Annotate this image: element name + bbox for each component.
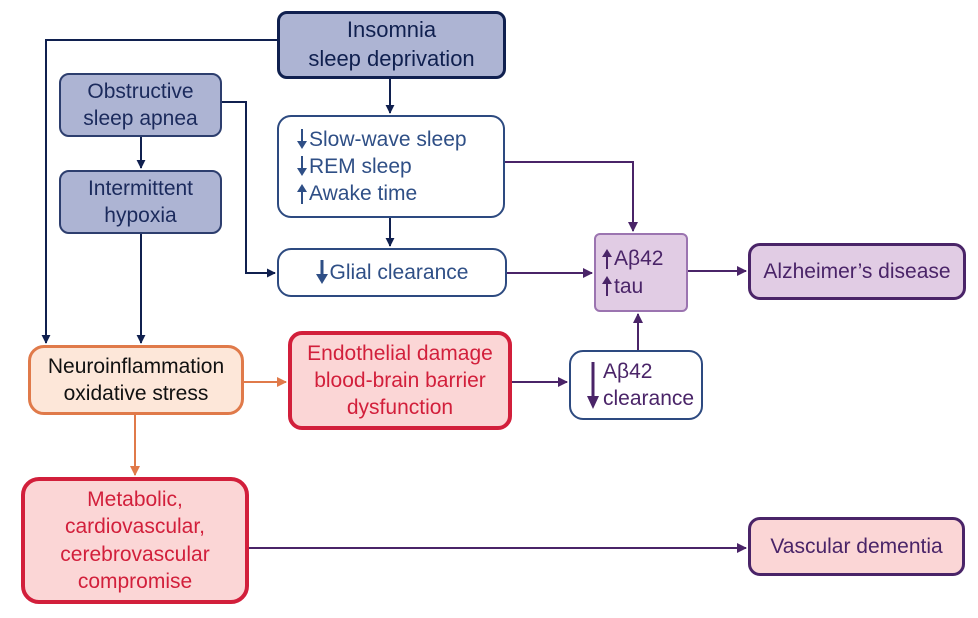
- node-endothelial-damage: Endothelial damage blood-brain barrier d…: [288, 331, 512, 430]
- node-insomnia-line: sleep deprivation: [308, 46, 475, 71]
- node-osa-line: Obstructive: [87, 79, 194, 103]
- node-metabolic-line: compromise: [77, 569, 193, 593]
- sleep-stage-label: Slow-wave sleep: [309, 127, 467, 151]
- node-vascular-dementia: Vascular dementia: [748, 517, 965, 576]
- node-endothelial-line: dysfunction: [346, 396, 454, 420]
- node-vascular-dementia-label: Vascular dementia: [770, 534, 943, 558]
- node-endothelial-line: blood-brain barrier: [314, 368, 486, 392]
- node-intermittent-hypoxia: Intermittent hypoxia: [59, 170, 222, 234]
- node-insomnia: Insomnia sleep deprivation: [277, 11, 506, 79]
- node-neuroinflammation: Neuroinflammation oxidative stress: [28, 345, 244, 415]
- node-abeta-clearance-line: clearance: [603, 387, 695, 410]
- node-metabolic-line: cerebrovascular: [60, 542, 210, 566]
- node-alzheimers-disease: Alzheimer’s disease: [748, 243, 966, 300]
- arrow-down-icon: [315, 260, 328, 285]
- arrow-down-icon: [587, 362, 599, 409]
- abeta-tau-label: Aβ42: [614, 247, 664, 271]
- node-glial-clearance: Glial clearance: [277, 248, 507, 297]
- node-abeta-tau: Aβ42 tau: [594, 233, 688, 312]
- edge-insomnia-to-neuroinflammation: [41, 39, 277, 344]
- node-hypoxia-line: Intermittent: [87, 176, 194, 200]
- edge-osa-to-glial: [222, 101, 276, 278]
- glial-clearance-label: Glial clearance: [329, 260, 469, 284]
- sleep-stage-item: Awake time: [297, 180, 467, 207]
- node-endothelial-line: Endothelial damage: [307, 341, 493, 365]
- node-metabolic-compromise: Metabolic, cardiovascular, cerebrovascul…: [21, 477, 249, 604]
- edge-sleep-stages-to-ab-tau: [505, 161, 638, 232]
- node-neuroinflammation-line: Neuroinflammation: [47, 354, 225, 378]
- node-abeta-clearance: Aβ42 clearance: [569, 350, 703, 420]
- sleep-stage-item: REM sleep: [297, 153, 467, 180]
- arrow-up-icon: [297, 183, 307, 204]
- node-abeta-clearance-line: Aβ42: [603, 359, 653, 383]
- sleep-stage-label: REM sleep: [309, 154, 412, 178]
- node-neuroinflammation-line: oxidative stress: [63, 382, 209, 405]
- node-obstructive-sleep-apnea: Obstructive sleep apnea: [59, 73, 222, 137]
- node-alzheimers-label: Alzheimer’s disease: [763, 259, 951, 283]
- node-metabolic-line: cardiovascular,: [64, 515, 206, 539]
- sleep-stage-item: Slow-wave sleep: [297, 126, 467, 153]
- abeta-tau-item: tau: [602, 273, 663, 300]
- abeta-tau-item: Aβ42: [602, 245, 663, 272]
- arrow-up-icon: [602, 276, 612, 297]
- arrow-down-icon: [297, 156, 307, 177]
- node-hypoxia-line: hypoxia: [104, 204, 177, 227]
- node-insomnia-line: Insomnia: [346, 17, 437, 43]
- abeta-tau-label: tau: [614, 274, 644, 298]
- node-metabolic-line: Metabolic,: [87, 487, 183, 511]
- glial-clearance-line: Glial clearance: [315, 259, 469, 286]
- arrow-up-icon: [602, 248, 612, 269]
- node-sleep-stage-changes: Slow-wave sleep REM sleep Awake time: [277, 115, 505, 218]
- sleep-stage-label: Awake time: [309, 182, 418, 206]
- node-osa-line: sleep apnea: [83, 107, 198, 130]
- arrow-down-icon: [297, 129, 307, 150]
